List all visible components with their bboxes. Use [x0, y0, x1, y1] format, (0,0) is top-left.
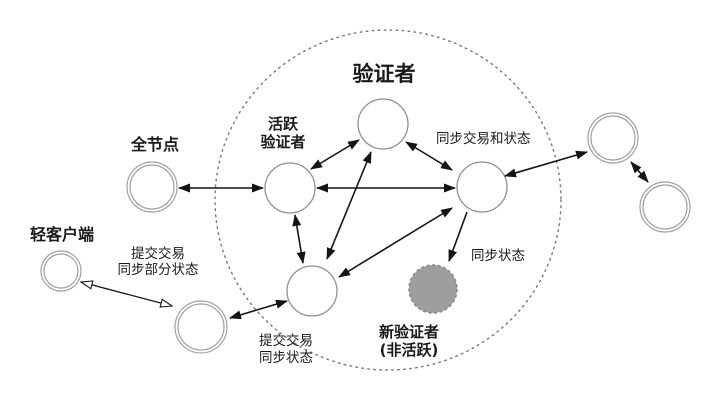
node-validator-top: [357, 98, 409, 150]
edge-bottom-top: [326, 151, 372, 260]
label-sync-tx-state: 同步交易和状态: [436, 130, 531, 147]
node-validator-bottom: [286, 265, 338, 317]
label-submit-tx-partial: 提交交易同步部分状态: [118, 245, 199, 278]
label-submit-tx-sync: 提交交易同步状态: [259, 332, 313, 366]
label-new-validator: 新验证者(非活跃): [379, 323, 439, 359]
label-sync-state: 同步状态: [471, 248, 525, 264]
edge-externaltop-externalbottom: [630, 161, 649, 183]
edge-bottom-right: [338, 207, 453, 278]
edge-right-externaltop: [504, 150, 588, 178]
node-validator-right: [456, 161, 508, 213]
diagram-title: 验证者: [353, 62, 416, 86]
node-active-validator: [264, 162, 316, 214]
edge-lightclient-fullnodebottom: [81, 282, 172, 306]
edge-activevalidator-bottom: [292, 214, 306, 264]
diagram-layer-boundary: [214, 29, 562, 371]
node-full-node-bottom: [174, 300, 228, 354]
label-active-validator: 活跃验证者: [260, 115, 305, 151]
node-full-node-left: [126, 161, 178, 213]
node-light-client: [40, 250, 82, 292]
edge-top-right: [405, 141, 453, 171]
node-new-validator-inactive: [408, 264, 458, 314]
validators-boundary: [214, 29, 562, 371]
edge-fullnodebottom-validatorbottom: [229, 299, 288, 320]
edge-right-newvalidator: [448, 211, 468, 262]
node-external-top: [587, 112, 639, 164]
edge-activevalidator-top: [310, 139, 360, 170]
label-light-client: 轻客户端: [30, 225, 94, 244]
node-external-bottom: [639, 181, 691, 233]
label-full-node: 全节点: [130, 135, 179, 154]
diagram-layer-edges: [81, 139, 649, 320]
